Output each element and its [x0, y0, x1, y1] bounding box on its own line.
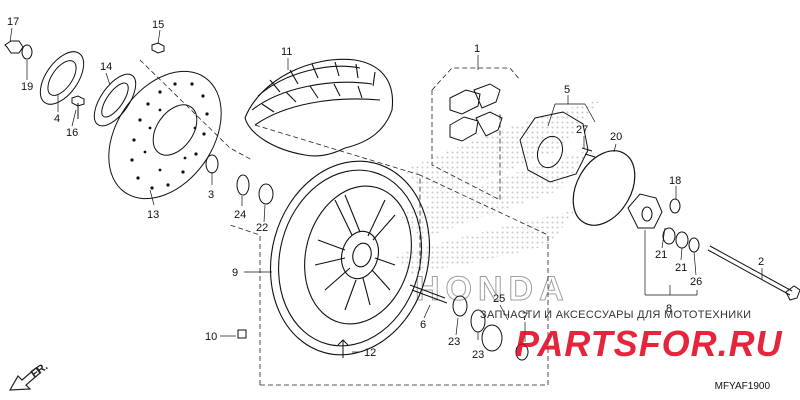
label-17: 17: [7, 16, 19, 28]
label-6: 6: [420, 319, 426, 331]
label-22: 22: [256, 222, 268, 234]
label-11: 11: [281, 46, 292, 58]
circlip-ring: [572, 150, 636, 226]
label-9: 9: [232, 267, 238, 279]
label-3: 3: [208, 189, 214, 201]
damper-rubbers: [449, 83, 503, 142]
label-1: 1: [474, 43, 480, 55]
label-13: 13: [147, 209, 159, 221]
label-20: 20: [610, 131, 622, 143]
label-25: 25: [493, 293, 505, 305]
label-18: 18: [669, 175, 681, 187]
label-8: 8: [666, 303, 672, 315]
front-direction-arrow: FR.: [8, 360, 50, 391]
watermark-site: PARTSFOR.RU: [515, 323, 783, 364]
wheel-rim: [269, 160, 431, 356]
label-23a: 23: [448, 336, 460, 348]
label-26: 26: [690, 276, 702, 288]
direction-label: FR.: [29, 360, 50, 380]
label-24: 24: [234, 209, 246, 221]
brake-disc: [108, 70, 222, 200]
brake-disc-holes: [130, 82, 209, 190]
assembly-outlines: [139, 59, 549, 386]
label-12: 12: [364, 347, 376, 359]
label-4: 4: [54, 113, 60, 125]
label-10: 10: [205, 331, 217, 343]
tire: [244, 58, 394, 157]
label-23b: 23: [472, 349, 484, 361]
label-21a: 21: [655, 249, 667, 261]
label-15: 15: [152, 19, 164, 31]
pulser-ring: [39, 51, 137, 127]
arrow-icon: [8, 367, 41, 391]
label-27: 27: [576, 124, 588, 136]
small-parts: [4, 40, 529, 361]
leader-lines: [9, 27, 763, 353]
driven-flange: [519, 111, 596, 183]
label-19: 19: [21, 81, 33, 93]
label-14: 14: [100, 61, 112, 73]
label-7: 7: [522, 311, 528, 323]
honda-wing-watermark: [395, 100, 600, 275]
label-16: 16: [66, 127, 78, 139]
watermark-caption: ЗАПЧАСТИ И АКСЕССУАРЫ ДЛЯ МОТОТЕХНИКИ: [480, 309, 751, 321]
label-21b: 21: [675, 262, 687, 274]
label-5: 5: [564, 84, 570, 96]
side-collar-parts: [627, 193, 800, 301]
part-labels: 17 19 4 14 16 15 13 3 24 22 9 10 12 11 1…: [7, 16, 764, 361]
honda-brand-watermark: HONDA: [415, 270, 570, 308]
label-2: 2: [758, 256, 764, 268]
diagram-code: MFYAF1900: [714, 381, 770, 392]
